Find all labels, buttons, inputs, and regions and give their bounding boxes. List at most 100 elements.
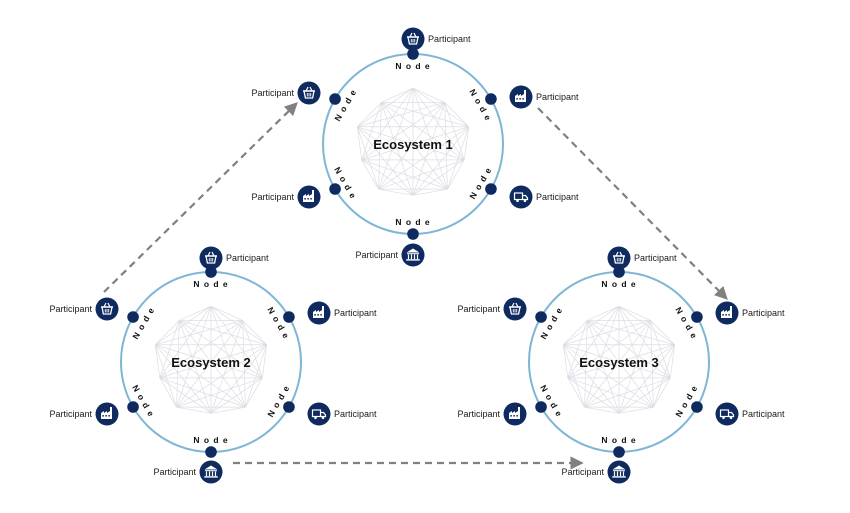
participant[interactable]: Participant	[509, 185, 580, 209]
factory-icon	[297, 185, 321, 209]
mesh-network	[356, 87, 470, 196]
node-dot	[205, 446, 217, 458]
mesh-link	[361, 159, 414, 196]
participant-label: Participant	[49, 304, 92, 314]
bank-column	[413, 254, 416, 259]
truck-cargo	[513, 192, 524, 201]
mesh-link	[179, 320, 263, 379]
mesh-link	[412, 188, 448, 196]
factory-window	[519, 98, 521, 100]
mesh-link	[563, 344, 654, 408]
truck-cargo	[719, 409, 730, 418]
ecosystem-title: Ecosystem 3	[579, 355, 659, 370]
participant[interactable]: Participant	[199, 246, 270, 270]
participant[interactable]: Participant	[561, 460, 631, 484]
node-label: N o d e	[673, 383, 699, 419]
bank-column	[407, 254, 410, 259]
factory-icon	[95, 402, 119, 426]
participant[interactable]: Participant	[49, 402, 119, 426]
participant[interactable]: Participant	[509, 85, 580, 109]
ecosystem-1: Ecosystem 1N o d eN o d eN o d eN o d eN…	[322, 48, 504, 240]
basket-slats	[616, 258, 622, 262]
basket-icon	[607, 246, 631, 270]
node-label: N o d e	[538, 383, 564, 419]
mesh-link	[587, 305, 620, 321]
factory-window	[516, 98, 518, 100]
factory-window	[516, 415, 518, 417]
mesh-link	[586, 320, 620, 414]
mesh-link	[587, 320, 671, 379]
participant[interactable]: Participant	[251, 81, 321, 105]
node-label: N o d e	[395, 61, 430, 71]
node-dot	[407, 48, 419, 60]
factory-window	[320, 314, 322, 316]
node-dot	[691, 311, 703, 323]
participant[interactable]: Participant	[49, 297, 119, 321]
mesh-link	[381, 102, 448, 190]
participant[interactable]: Participant	[251, 185, 321, 209]
node-label: N o d e	[467, 87, 493, 123]
mesh-link	[618, 406, 654, 414]
participant[interactable]: Participant	[307, 402, 378, 426]
participant[interactable]: Participant	[607, 246, 678, 270]
mesh-link	[155, 344, 263, 379]
participant[interactable]: Participant	[355, 243, 425, 267]
mesh-link	[669, 344, 676, 378]
participant-label: Participant	[355, 250, 398, 260]
factory-icon	[503, 402, 527, 426]
bank-column	[616, 471, 619, 476]
mesh-link	[357, 126, 414, 196]
bank-column	[619, 471, 622, 476]
participant[interactable]: Participant	[153, 460, 223, 484]
node-dot	[535, 311, 547, 323]
mesh-link	[567, 320, 588, 378]
mesh-link	[176, 320, 180, 408]
mesh-link	[567, 377, 620, 414]
mesh-link	[562, 344, 585, 408]
mesh-link	[242, 320, 246, 408]
bank-column	[410, 254, 413, 259]
mesh-link	[587, 320, 675, 346]
mesh-link	[176, 377, 263, 408]
truck-icon	[307, 402, 331, 426]
mesh-link	[584, 377, 671, 408]
mesh-link	[210, 305, 243, 321]
truck-wheel	[523, 199, 527, 203]
factory-window	[510, 415, 512, 417]
mesh-link	[380, 102, 414, 196]
mesh-link	[378, 188, 414, 196]
participant-label: Participant	[334, 409, 377, 419]
participant[interactable]: Participant	[457, 402, 527, 426]
factory-window	[513, 415, 515, 417]
mesh-link	[618, 305, 651, 321]
bank-column	[613, 471, 616, 476]
participant-label: Participant	[49, 409, 92, 419]
bank-beam	[407, 253, 419, 255]
participant-label: Participant	[634, 253, 677, 263]
participant[interactable]: Participant	[401, 27, 472, 51]
mesh-link	[179, 320, 246, 408]
participant[interactable]: Participant	[715, 301, 786, 325]
bank-roof	[406, 248, 420, 253]
bank-column	[416, 254, 419, 259]
mesh-link	[444, 102, 448, 190]
mesh-link	[245, 377, 263, 408]
ecosystem-2: Ecosystem 2N o d eN o d eN o d eN o d eN…	[120, 266, 302, 458]
mesh-link	[357, 126, 448, 190]
mesh-link	[159, 320, 180, 378]
bank-column	[622, 471, 625, 476]
factory-icon	[509, 85, 533, 109]
participant[interactable]: Participant	[457, 297, 527, 321]
mesh-link	[154, 344, 161, 378]
basket-icon	[95, 297, 119, 321]
participant[interactable]: Participant	[715, 402, 786, 426]
mesh-link	[381, 102, 465, 161]
participant-label: Participant	[153, 467, 196, 477]
participant-label: Participant	[428, 34, 471, 44]
mesh-link	[356, 126, 363, 160]
truck-cab	[320, 411, 327, 418]
mesh-link	[562, 344, 569, 378]
participant[interactable]: Participant	[307, 301, 378, 325]
factory-window	[314, 314, 316, 316]
